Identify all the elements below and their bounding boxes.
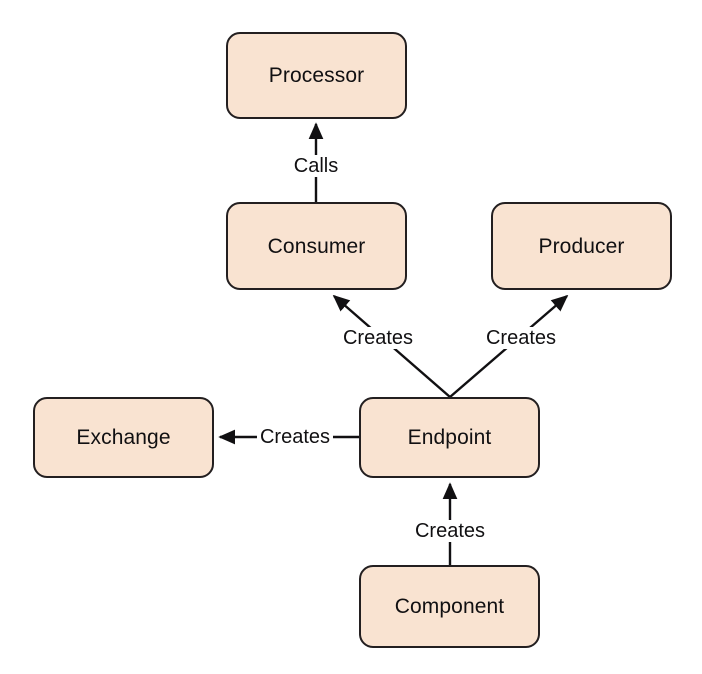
node-consumer[interactable]: Consumer (226, 202, 407, 290)
node-processor-label: Processor (268, 64, 365, 87)
node-exchange[interactable]: Exchange (33, 397, 214, 478)
edge-label-consumer-calls-processor: Calls (290, 155, 342, 177)
node-consumer-label: Consumer (267, 234, 366, 258)
edge-label-endpoint-creates-producer: Creates (482, 327, 560, 349)
node-component-label: Component (394, 595, 505, 618)
node-component[interactable]: Component (359, 565, 540, 648)
node-processor[interactable]: Processor (226, 32, 407, 119)
edge-label-endpoint-creates-exchange: Creates (256, 426, 334, 448)
node-producer[interactable]: Producer (491, 202, 672, 290)
edge-label-component-creates-endpoint: Creates (411, 520, 489, 542)
node-endpoint-label: Endpoint (407, 426, 492, 449)
node-endpoint[interactable]: Endpoint (359, 397, 540, 478)
edge-label-endpoint-creates-consumer: Creates (339, 327, 417, 349)
node-exchange-label: Exchange (76, 426, 171, 449)
node-producer-label: Producer (538, 234, 625, 258)
